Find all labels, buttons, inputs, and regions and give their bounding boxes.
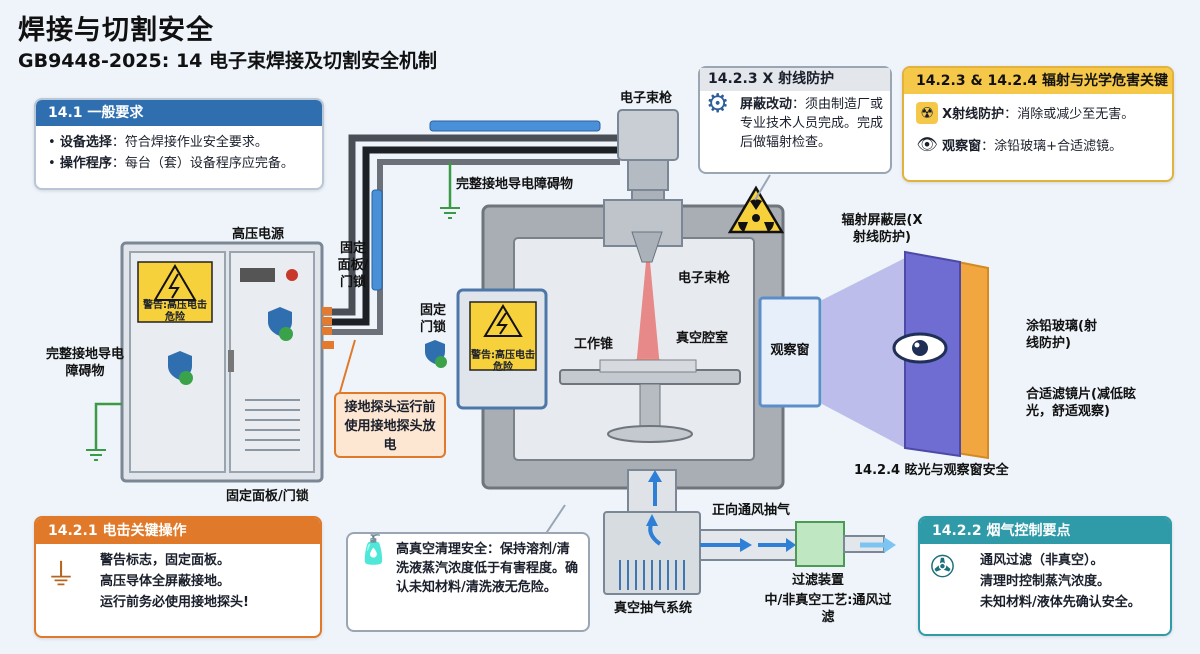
hv-cables	[322, 120, 620, 335]
view-window-optics	[758, 250, 989, 460]
general-requirements-card: 14.1 一般要求 • 设备选择：符合焊接作业安全要求。 • 操作程序：每台（套…	[34, 98, 324, 190]
eye-icon: 👁	[916, 135, 938, 155]
shock-line: 警告标志，固定面板。	[100, 553, 231, 568]
filter-lens-label: 合适滤镜片(减低眩光，舒适观察)	[1026, 387, 1136, 419]
forward-vent-label: 正向通风抽气	[712, 503, 791, 518]
cleaning-text: 高真空清理安全：保持溶剂/清洗液蒸汽浓度低于有害程度。确认未知材料/清洗液无危险…	[396, 542, 579, 595]
vacuum-pump-label: 真空抽气系统	[614, 601, 693, 616]
gear-icon: ⚙	[706, 89, 730, 119]
fume-control-card: 14.2.2 烟气控制要点 ✇ 通风过滤（非真空）。 清理时控制蒸汽浓度。 未知…	[918, 516, 1172, 636]
vacuum-chamber-label: 真空腔室	[676, 331, 729, 346]
xray-heading: 14.2.3 X 射线防护	[700, 68, 890, 91]
glare-title-label: 14.2.4 眩光与观察窗安全	[854, 463, 1009, 478]
radiation-item: 👁 观察窗：涂铅玻璃+合适滤镜。	[916, 130, 1160, 162]
general-item: • 操作程序：每台（套）设备程序应完备。	[48, 156, 294, 171]
shock-line: 高压导体全屏蔽接地。	[100, 574, 231, 589]
gun-inner-label: 电子束枪	[678, 271, 731, 286]
ground-barrier-left-label: 完整接地导电障碍物	[45, 347, 124, 379]
probe-icon: ⏚	[46, 558, 76, 593]
gun-top-label: 电子束枪	[620, 91, 673, 106]
door-lock-label: 固定门锁	[419, 303, 446, 335]
general-heading: 14.1 一般要求	[36, 100, 322, 126]
cabinet-warning-text: 警告:高压电击危险	[143, 300, 207, 323]
fume-line: 未知材料/液体先确认安全。	[980, 595, 1141, 610]
fume-line: 清理时控制蒸汽浓度。	[980, 574, 1111, 589]
fan-icon: ✇	[930, 550, 956, 585]
fixed-panel-lock-label: 固定面板/门锁	[337, 241, 369, 290]
hv-cabinet	[86, 241, 334, 483]
radiation-optics-card: 14.2.3 & 14.2.4 辐射与光学危害关键 ☢ X射线防护：消除或减少至…	[902, 66, 1174, 182]
radiation-icon: ☢	[916, 102, 938, 124]
bottle-icon: 🧴	[356, 533, 391, 566]
door-panel	[425, 288, 548, 410]
ground-barrier-top-label: 完整接地导电障碍物	[456, 177, 574, 192]
radiation-item: ☢ X射线防护：消除或减少至无害。	[916, 100, 1160, 130]
probe-label: 接地探头运行前使用接地探头放电	[334, 392, 446, 458]
lead-glass-label: 涂铅玻璃(射线防护)	[1026, 319, 1097, 351]
hv-power-label: 高压电源	[232, 227, 285, 242]
radiation-heading: 14.2.3 & 14.2.4 辐射与光学危害关键	[904, 68, 1172, 94]
vacuum-cleaning-card: 🧴 高真空清理安全：保持溶剂/清洗液蒸汽浓度低于有害程度。确认未知材料/清洗液无…	[346, 532, 590, 632]
view-window-label: 观察窗	[770, 343, 810, 358]
shield-layer-label: 辐射屏蔽层(X射线防护)	[841, 213, 923, 245]
workpiece-label: 工作锥	[574, 337, 614, 352]
page-subtitle: GB9448-2025: 14 电子束焊接及切割安全机制	[18, 50, 437, 72]
non-vacuum-label: 中/非真空工艺:通风过滤	[764, 593, 892, 625]
shock-line: 运行前务必使用接地探头!	[100, 595, 249, 610]
fume-heading: 14.2.2 烟气控制要点	[920, 518, 1170, 544]
door-warning-text: 警告:高压电击危险	[471, 350, 535, 373]
fixed-panel-bottom-label: 固定面板/门锁	[226, 489, 309, 504]
xray-protection-card: 14.2.3 X 射线防护 ⚙ 屏蔽改动：须由制造厂或专业技术人员完成。完成后做…	[698, 66, 892, 174]
page-title: 焊接与切割安全	[18, 15, 214, 46]
filter-device-label: 过滤装置	[792, 573, 845, 588]
radiation-shield-housing	[481, 185, 785, 490]
vacuum-exhaust	[603, 469, 896, 595]
electric-shock-card: 14.2.1 电击关键操作 ⏚ 警告标志，固定面板。 高压导体全屏蔽接地。 运行…	[34, 516, 322, 638]
fume-line: 通风过滤（非真空）。	[980, 553, 1104, 568]
general-item: • 设备选择：符合焊接作业安全要求。	[48, 135, 268, 150]
shock-heading: 14.2.1 电击关键操作	[36, 518, 320, 544]
